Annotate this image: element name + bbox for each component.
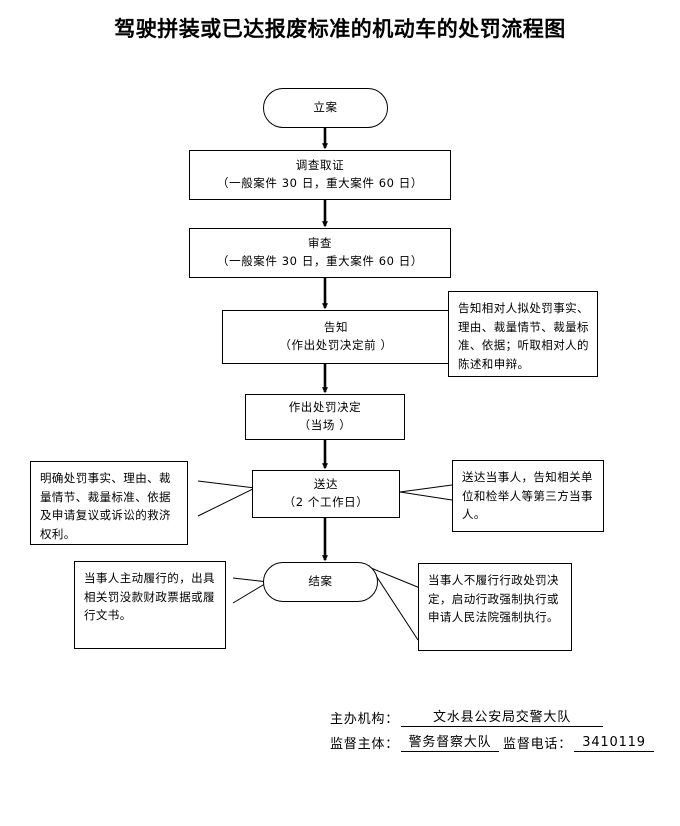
footer-supervisor-label: 监督主体： (330, 737, 400, 752)
note-delivery-left: 明确处罚事实、理由、裁量情节、裁量标准、依据及申请复议或诉讼的救济权利。 (30, 461, 188, 545)
node-notify-line2: （作出处罚决定前 ） (279, 338, 393, 352)
node-closing-line1: 结案 (308, 574, 333, 589)
footer-host-row: 主办机构： 文水县公安局交警大队 (330, 706, 654, 727)
callout-tail-delivery-left (197, 480, 257, 517)
note-closing-right: 当事人不履行行政处罚决定，启动行政强制执行或申请人民法院强制执行。 (418, 563, 572, 651)
node-delivery-line2: （2 个工作日） (283, 495, 369, 509)
node-review-line1: 审查 (307, 236, 333, 251)
node-investigation-line1: 调查取证 (295, 158, 345, 173)
footer-host-label: 主办机构： (330, 712, 400, 727)
node-investigation[interactable]: 调查取证 （一般案件 30 日，重大案件 60 日） (189, 150, 451, 200)
note-delivery-right: 送达当事人，告知相关单位和检举人等第三方当事人。 (452, 460, 604, 532)
node-decision-line1: 作出处罚决定 (288, 400, 362, 415)
page-title: 驾驶拼装或已达报废标准的机动车的处罚流程图 (114, 17, 566, 41)
note-notify: 告知相对人拟处罚事实、理由、裁量情节、裁量标准、依据；听取相对人的陈述和申辩。 (448, 291, 598, 377)
callout-tail-closing-right (369, 566, 421, 641)
footer-phone-value: 3410119 (574, 735, 655, 752)
node-notify[interactable]: 告知 （作出处罚决定前 ） (222, 310, 450, 364)
node-notify-line1: 告知 (323, 320, 349, 335)
node-filing-line1: 立案 (313, 100, 338, 115)
node-filing[interactable]: 立案 (263, 88, 388, 128)
node-delivery[interactable]: 送达 （2 个工作日） (252, 470, 400, 518)
footer-supervisor-value: 警务督察大队 (401, 731, 500, 752)
note-closing-left: 当事人主动履行的，出具相关罚没款财政票据或履行文书。 (74, 561, 226, 649)
node-closing[interactable]: 结案 (263, 562, 378, 602)
footer-host-value: 文水县公安局交警大队 (401, 706, 604, 727)
node-investigation-line2: （一般案件 30 日，重大案件 60 日） (217, 176, 423, 190)
node-decision[interactable]: 作出处罚决定 （当场 ） (245, 394, 405, 440)
node-delivery-line1: 送达 (313, 477, 339, 492)
callout-tail-delivery-right (399, 484, 453, 501)
node-review[interactable]: 审查 （一般案件 30 日，重大案件 60 日） (189, 228, 451, 278)
node-review-line2: （一般案件 30 日，重大案件 60 日） (217, 254, 423, 268)
node-decision-line2: （当场 ） (298, 418, 352, 432)
footer-supervisor-row: 监督主体： 警务督察大队 监督电话： 3410119 (330, 731, 655, 752)
footer-phone-label: 监督电话： (503, 737, 573, 752)
footer-block: 主办机构： 文水县公安局交警大队 监督主体： 警务督察大队 监督电话： 3410… (330, 706, 655, 756)
